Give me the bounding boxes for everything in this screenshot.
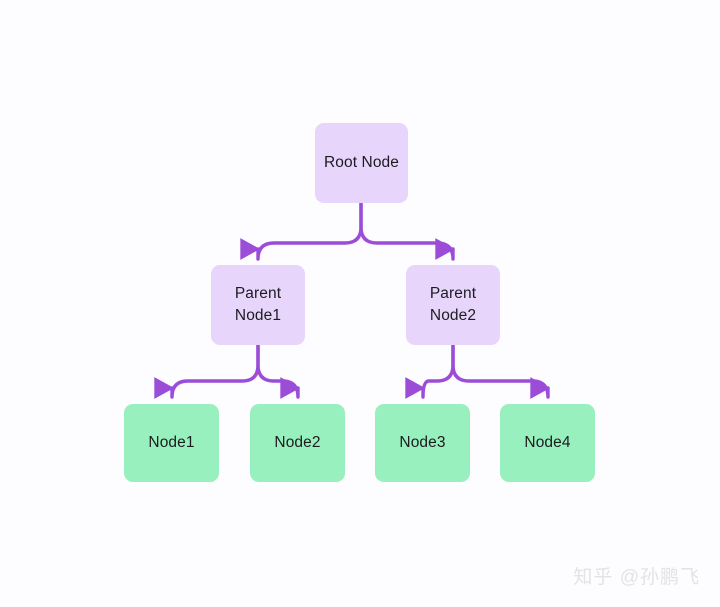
node-leaf-1[interactable]: Node1	[124, 404, 219, 482]
node-leaf-3[interactable]: Node3	[375, 404, 470, 482]
node-leaf-4[interactable]: Node4	[500, 404, 595, 482]
node-label: Parent Node1	[234, 284, 282, 324]
node-label: Node1	[148, 433, 195, 451]
watermark: 知乎 @孙鹏飞	[573, 567, 700, 588]
edge-parent1-to-node1	[154, 343, 260, 399]
edge-parent1-to-node2	[256, 343, 301, 399]
node-root[interactable]: Root Node	[315, 123, 408, 203]
node-label: Root Node	[323, 153, 399, 171]
edge-root-to-parent1	[240, 201, 363, 261]
node-leaf-2[interactable]: Node2	[250, 404, 345, 482]
edge-root-to-parent2	[359, 201, 456, 261]
edge-parent2-to-node4	[451, 343, 551, 399]
node-label: Parent Node2	[429, 284, 477, 324]
node-parent-1[interactable]: Parent Node1	[211, 265, 305, 345]
node-parent-2[interactable]: Parent Node2	[406, 265, 500, 345]
edge-parent2-to-node3	[405, 343, 455, 399]
node-label: Node2	[274, 433, 321, 451]
node-label: Node3	[399, 433, 446, 451]
node-label: Node4	[524, 433, 571, 451]
